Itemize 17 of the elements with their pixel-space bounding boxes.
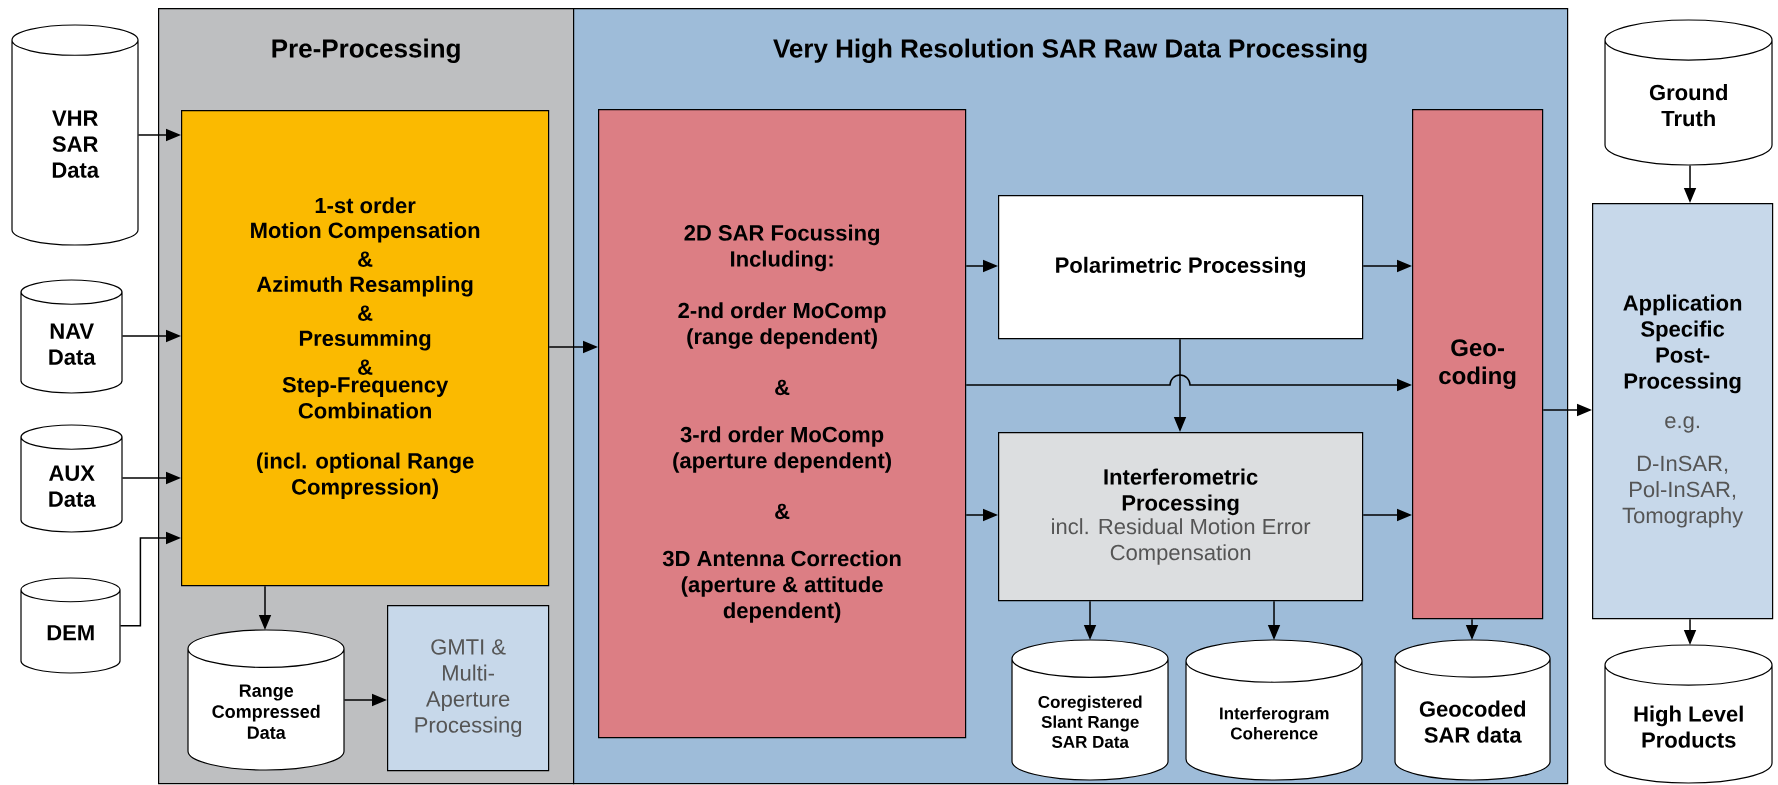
process-box: GMTI & Multi-Aperture Processing [387, 605, 550, 772]
process-box: Application Specific Post-Processing e.g. D-InSAR, Pol-InSAR, Tomography [1592, 203, 1774, 620]
database-cylinder: DEM [20, 577, 121, 674]
database-cylinder: AUX Data [20, 424, 123, 533]
database-cylinder: Range Compressed Data [187, 629, 345, 771]
process-box: 1-st order Motion Compensation & Azimuth Resampling & Presumming & Step-Frequency Combination (incl. optional Range Compression) [181, 110, 550, 587]
database-cylinder: Geocoded SAR data [1394, 639, 1551, 781]
process-box: Geo-coding [1412, 109, 1544, 620]
process-box: Polarimetric Processing [998, 195, 1364, 340]
process-box: Interferometric Processing incl. Residual Motion Error Compensation [998, 432, 1364, 602]
database-cylinder: Ground Truth [1604, 19, 1773, 166]
database-cylinder: NAV Data [20, 279, 123, 394]
process-box: 2D SAR Focussing Including: 2-nd order MoComp (range dependent) & 3-rd order MoComp (aperture dependent) & 3D Antenna Correction (aperture & attitude dependent) [598, 109, 967, 739]
database-cylinder: Interferogram Coherence [1185, 639, 1363, 781]
database-cylinder: VHR SAR Data [11, 24, 139, 246]
database-cylinder: High Level Products [1604, 644, 1773, 784]
database-cylinder: Coregistered Slant Range SAR Data [1011, 639, 1169, 781]
